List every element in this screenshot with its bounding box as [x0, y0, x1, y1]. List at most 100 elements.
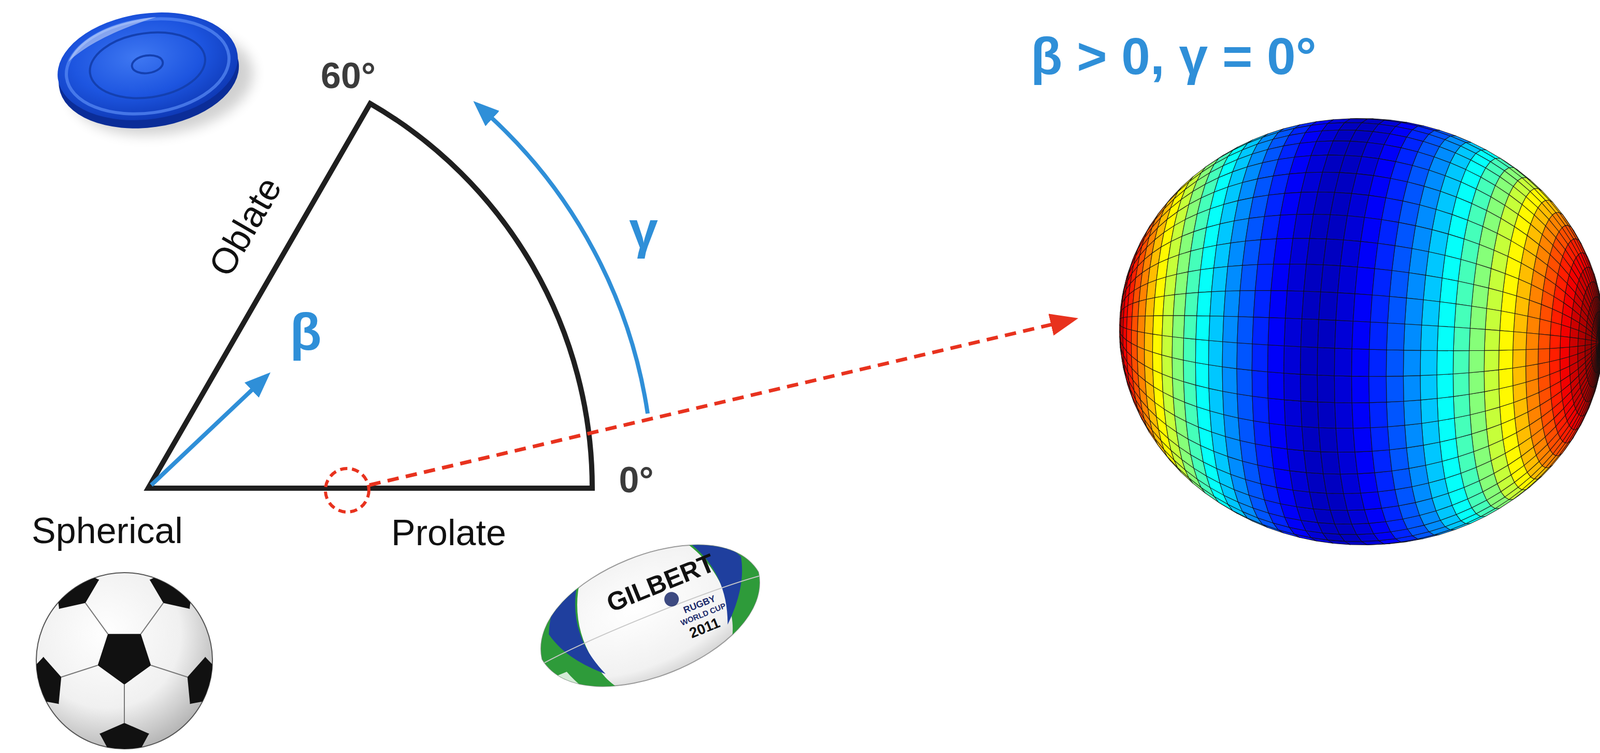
surface-patch: [1512, 365, 1526, 386]
surface-patch: [1317, 375, 1335, 403]
rugby-swirl: [508, 546, 663, 738]
surface-patch: [1267, 397, 1285, 425]
surface-patch: [1251, 370, 1268, 399]
rugby-swirl: [531, 570, 621, 689]
surface-patch: [1596, 341, 1600, 344]
surface-patch: [1236, 342, 1253, 370]
surface-patch: [1501, 291, 1517, 314]
surface-patch: [1386, 401, 1405, 427]
surface-patch: [1369, 321, 1388, 350]
surface-patch: [1452, 372, 1469, 397]
surface-patch: [1423, 275, 1442, 302]
surface-patch: [1145, 297, 1155, 316]
surface-patch: [1387, 296, 1407, 324]
surface-patch: [1337, 265, 1358, 294]
surface-patch: [1253, 290, 1271, 318]
surface-patch: [1537, 361, 1550, 379]
surface-patch: [1469, 391, 1486, 416]
surface-patch: [1391, 245, 1412, 273]
surface-patch: [1268, 423, 1288, 450]
surface-patch: [1208, 388, 1224, 415]
surface-patch: [1526, 316, 1540, 334]
parameter-label: γ: [629, 203, 659, 256]
surface-patch: [1223, 414, 1240, 441]
surface-patch: [1368, 349, 1387, 377]
surface-patch: [1403, 400, 1422, 426]
surface-patch: [1198, 267, 1214, 293]
surface-patch: [1453, 326, 1470, 351]
surface-patch: [1473, 263, 1492, 289]
surface-patch: [1437, 325, 1455, 351]
surface-patch: [1389, 447, 1410, 471]
surface-patch: [1223, 290, 1240, 317]
surface-patch: [1398, 201, 1420, 226]
angle-label: 0°: [619, 461, 654, 498]
pointer-arrow: [369, 323, 1057, 485]
surface-patch: [1131, 316, 1139, 332]
prolate-ellipsoid: [1119, 118, 1600, 546]
surface-patch: [1386, 349, 1404, 377]
surface-patch: [1172, 315, 1185, 338]
surface-patch: [1408, 248, 1429, 276]
surface-patch: [1439, 438, 1459, 462]
surface-patch: [1267, 372, 1285, 400]
surface-patch: [1420, 324, 1439, 351]
surface-patch: [1420, 350, 1438, 376]
heading-label: β > 0, γ = 0°: [1030, 30, 1317, 82]
surface-patch: [1486, 288, 1503, 311]
surface-patch: [1560, 324, 1571, 338]
surface-patch: [1144, 332, 1153, 353]
surface-patch: [1334, 402, 1353, 428]
surface-patch: [1211, 266, 1228, 292]
surface-patch: [1237, 393, 1254, 421]
surface-patch: [1488, 268, 1506, 292]
surface-patch: [1152, 334, 1162, 355]
surface-patch: [1569, 327, 1579, 339]
surface-patch: [1270, 263, 1290, 291]
surface-patch: [1560, 347, 1570, 360]
surface-patch: [1267, 344, 1285, 374]
surface-patch: [1236, 368, 1253, 396]
surface-patch: [1351, 348, 1370, 377]
surface-patch: [1283, 345, 1302, 375]
surface-patch: [1408, 465, 1429, 488]
surface-patch: [1196, 291, 1212, 317]
gamma-arrow: [488, 115, 648, 414]
surface-patch: [1222, 366, 1238, 394]
surface-patch: [1387, 425, 1407, 450]
surface-patch: [1152, 352, 1162, 375]
surface-patch: [1317, 402, 1336, 429]
surface-patch: [1374, 470, 1395, 492]
surface-patch: [1208, 340, 1223, 367]
surface-patch: [1512, 349, 1526, 369]
surface-patch: [1577, 345, 1585, 354]
soccer-pattern: [30, 570, 220, 751]
surface-patch: [1318, 291, 1338, 321]
surface-patch: [1195, 384, 1210, 411]
surface-patch: [1437, 396, 1455, 421]
surface-patch: [1584, 339, 1592, 346]
surface-patch: [1471, 284, 1489, 309]
surface-patch: [1525, 349, 1539, 367]
surface-patch: [1222, 341, 1238, 369]
surface-patch: [1222, 391, 1239, 418]
surface-patch: [1320, 451, 1341, 475]
surface-patch: [1209, 291, 1226, 317]
surface-patch: [1302, 426, 1321, 452]
surface-patch: [1161, 354, 1173, 378]
surface-patch: [1357, 472, 1378, 493]
surface-patch: [1353, 427, 1373, 452]
surface-patch: [1370, 294, 1390, 323]
surface-patch: [1498, 367, 1513, 389]
surface-patch: [1318, 427, 1338, 452]
surface-patch: [1126, 316, 1133, 331]
surface-patch: [1334, 375, 1352, 403]
surface-patch: [1351, 402, 1371, 428]
surface-patch: [1195, 315, 1210, 341]
surface-patch: [1183, 337, 1196, 363]
frisbee-top: [50, 1, 246, 132]
surface-patch: [1283, 373, 1302, 402]
surface-patch: [1421, 420, 1440, 446]
